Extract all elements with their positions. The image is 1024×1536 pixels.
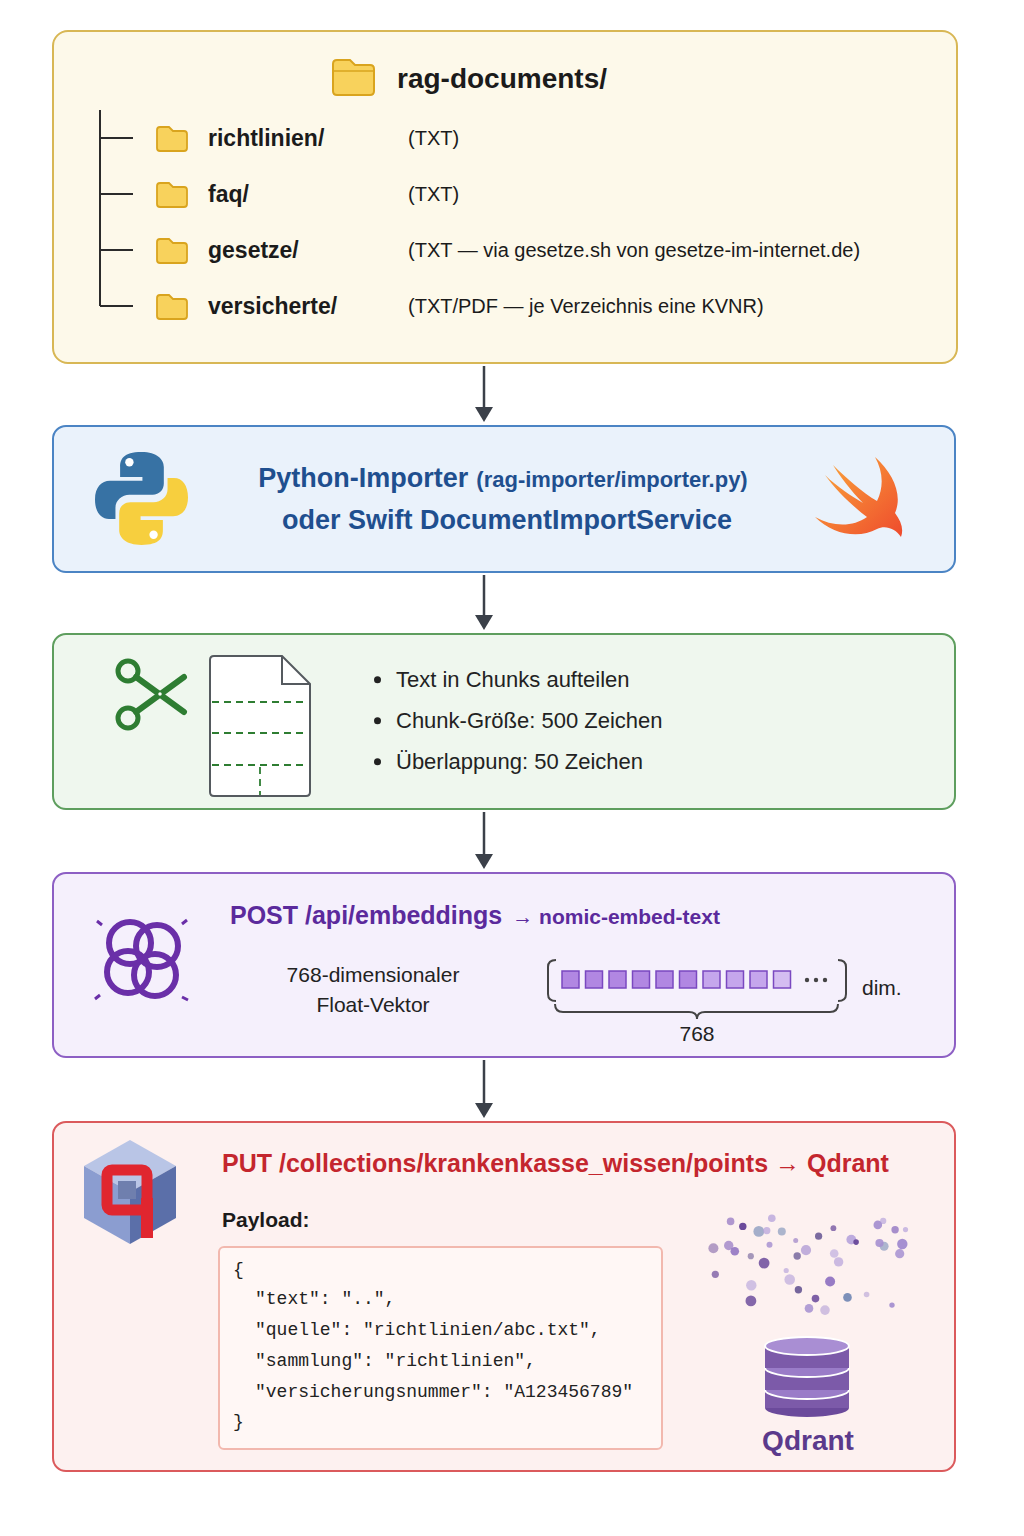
text-line: (TXT — via gesetze.sh von gesetze-im-int…	[408, 238, 860, 263]
flow-arrow	[475, 812, 493, 869]
text-line: "text": "..",	[255, 1288, 395, 1311]
text-line: 768	[679, 1021, 714, 1047]
text-line: rag-documents/	[397, 61, 607, 96]
text-line: (TXT)	[408, 182, 459, 207]
text-line: {	[233, 1259, 244, 1282]
flow-arrow	[475, 1060, 493, 1118]
file-type-note: (TXT)	[408, 126, 459, 151]
text-line: "sammlung": "richtlinien",	[255, 1350, 536, 1373]
text-line: Text in Chunks aufteilen	[374, 666, 630, 694]
text-line: Chunk-Größe: 500 Zeichen	[374, 707, 663, 735]
payload-code-box: { "text": "..", "quelle": "richtlinien/abc…	[218, 1246, 663, 1450]
file-type-note: (TXT)	[408, 182, 459, 207]
text-line: faq/	[208, 180, 249, 209]
file-type-note: (TXT — via gesetze.sh von gesetze-im-int…	[408, 238, 860, 263]
text-line: dim.	[862, 975, 902, 1001]
text-line: gesetze/	[208, 236, 299, 265]
folder-name: versicherte/	[208, 292, 337, 321]
text-line: POST /api/embeddings → nomic-embed-text	[230, 900, 720, 931]
text-line: (TXT)	[408, 126, 459, 151]
qdrant-box: PUT /collections/krankenkasse_wissen/poi…	[52, 1121, 956, 1472]
bullet-dot	[374, 677, 381, 684]
vector-description: 768-dimensionaler Float-Vektor	[258, 960, 488, 1021]
text-line: oder Swift DocumentImportService	[282, 504, 732, 538]
arrow-head	[475, 615, 493, 630]
text-line: richtlinien/	[208, 124, 324, 153]
code-line: "text": "..",	[255, 1288, 395, 1311]
importer-title: Python-Importer	[258, 462, 468, 496]
folder-name: gesetze/	[208, 236, 299, 265]
text-line: (TXT/PDF — je Verzeichnis eine KVNR)	[408, 294, 764, 319]
code-line: "sammlung": "richtlinien",	[255, 1350, 536, 1373]
arrow-head	[475, 407, 493, 422]
text-line: Überlappung: 50 Zeichen	[374, 748, 643, 776]
text-line: "quelle": "richtlinien/abc.txt",	[255, 1319, 601, 1342]
arrow-head	[475, 854, 493, 869]
text-line: }	[233, 1411, 244, 1434]
flow-arrow	[475, 575, 493, 630]
text-line: "versicherungsnummer": "A123456789"	[255, 1381, 633, 1404]
model-name: → nomic-embed-text	[512, 904, 720, 930]
folder-title: rag-documents/	[397, 61, 607, 96]
arrow-head	[475, 1103, 493, 1118]
arrow-shaft	[483, 812, 486, 856]
bullet-text: Text in Chunks aufteilen	[396, 666, 630, 694]
text-line: PUT /collections/krankenkasse_wissen/poi…	[222, 1148, 889, 1179]
product-name: Qdrant	[762, 1423, 854, 1458]
arrow-shaft	[483, 575, 486, 617]
payload-heading: Payload:	[222, 1207, 310, 1233]
arrow-shaft	[483, 366, 486, 409]
text-line: versicherte/	[208, 292, 337, 321]
text-line: Payload:	[222, 1207, 310, 1233]
embedding-box: POST /api/embeddings → nomic-embed-text 76…	[52, 872, 956, 1058]
bullet-dot	[374, 759, 381, 766]
arrow-shaft	[483, 1060, 486, 1105]
folder-name: faq/	[208, 180, 249, 209]
api-endpoint: POST /api/embeddings	[230, 900, 502, 931]
dimension-label: 768	[679, 1021, 714, 1047]
folder-name: richtlinien/	[208, 124, 324, 153]
code-line: "versicherungsnummer": "A123456789"	[255, 1381, 633, 1404]
code-line: }	[233, 1411, 244, 1434]
bullet-dot	[374, 718, 381, 725]
bullet-text: Chunk-Größe: 500 Zeichen	[396, 707, 663, 735]
source-folder-box: rag-documents/richtlinien/ (TXT) faq/ (TXT)…	[52, 30, 958, 364]
bullet-text: Überlappung: 50 Zeichen	[396, 748, 643, 776]
text-line: Qdrant	[762, 1423, 854, 1458]
text-line: Python-Importer (rag-importer/importer.py…	[258, 462, 747, 496]
importer-path: (rag-importer/importer.py)	[476, 466, 747, 494]
chunking-box: Text in Chunks aufteilenChunk-Größe: 500…	[52, 633, 956, 810]
importer-box: Python-Importer (rag-importer/importer.py…	[52, 425, 956, 573]
text-line: 768-dimensionaler Float-Vektor	[258, 960, 488, 1021]
api-endpoint: PUT /collections/krankenkasse_wissen/poi…	[222, 1148, 889, 1179]
dimension-unit: dim.	[862, 975, 902, 1001]
importer-alternative: oder Swift DocumentImportService	[282, 504, 732, 538]
file-type-note: (TXT/PDF — je Verzeichnis eine KVNR)	[408, 294, 764, 319]
code-line: {	[233, 1259, 244, 1282]
code-line: "quelle": "richtlinien/abc.txt",	[255, 1319, 601, 1342]
flow-arrow	[475, 366, 493, 422]
